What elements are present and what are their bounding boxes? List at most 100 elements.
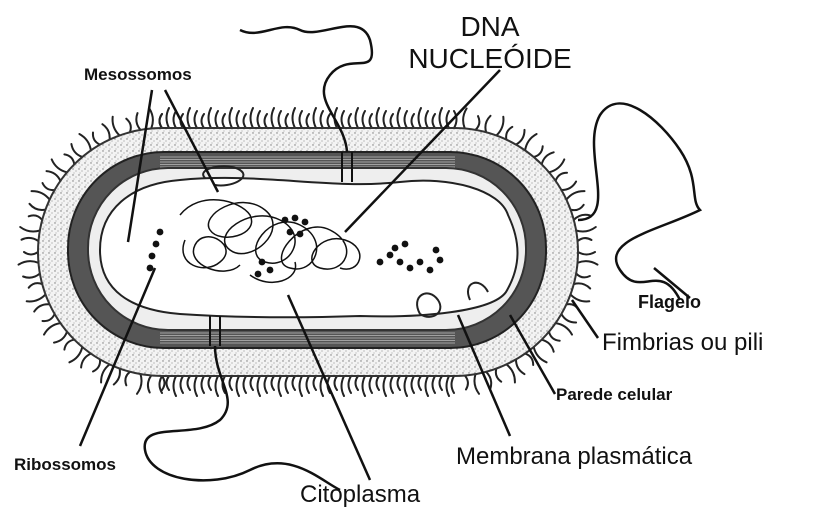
fimbria xyxy=(102,124,109,139)
fimbria xyxy=(47,171,61,181)
fimbria xyxy=(363,376,366,396)
fimbria xyxy=(314,108,317,128)
fimbria xyxy=(202,376,205,393)
fimbria xyxy=(314,376,317,390)
fimbria xyxy=(321,376,324,396)
fimbria xyxy=(398,108,401,128)
fimbria xyxy=(476,116,480,130)
fimbria xyxy=(578,252,595,255)
fimbria xyxy=(34,304,49,311)
fimbria xyxy=(300,111,303,128)
fimbria xyxy=(162,376,165,390)
ribosome-dot xyxy=(387,252,394,259)
fimbria xyxy=(286,114,289,128)
fimbria xyxy=(474,374,479,394)
fimbria xyxy=(251,108,254,128)
fimbria xyxy=(516,359,525,374)
fimbria xyxy=(349,114,352,128)
fimbria xyxy=(209,108,212,128)
fimbria xyxy=(195,111,198,128)
fimbria xyxy=(195,376,198,396)
fimbria xyxy=(22,238,39,241)
fimbria xyxy=(230,376,233,390)
fimbria xyxy=(71,144,82,157)
ribosome-dot xyxy=(297,231,304,238)
fimbria xyxy=(496,369,501,382)
ribosome-dot xyxy=(267,267,274,274)
fimbria xyxy=(342,111,345,128)
label-citoplasma: Citoplasma xyxy=(300,481,421,508)
fimbria xyxy=(93,359,100,371)
fimbria xyxy=(137,374,142,394)
ribosome-dot xyxy=(157,229,164,236)
fimbria xyxy=(440,108,443,128)
fimbria xyxy=(188,108,191,128)
fimbria xyxy=(578,238,592,241)
ribosome-dot xyxy=(287,229,294,236)
fimbria xyxy=(370,376,373,393)
fimbria xyxy=(447,376,450,396)
fimbria xyxy=(286,376,289,393)
fimbria xyxy=(160,114,163,128)
label-membrana: Membrana plasmática xyxy=(456,443,693,470)
fimbria xyxy=(293,108,296,128)
ribosome-dot xyxy=(397,259,404,266)
fimbria xyxy=(81,354,91,368)
fimbria xyxy=(405,111,408,128)
fimbria xyxy=(440,376,443,390)
fimbria xyxy=(23,274,40,278)
fimbria xyxy=(54,332,67,343)
fimbria xyxy=(64,154,74,164)
fimbria xyxy=(244,376,247,393)
fimbria xyxy=(412,376,415,393)
fimbria xyxy=(574,283,590,288)
fimbria xyxy=(279,376,282,396)
fimbria xyxy=(356,108,359,128)
fimbria xyxy=(549,332,560,341)
fimbria xyxy=(525,134,537,150)
fimbria xyxy=(496,117,503,136)
flagellum-right xyxy=(578,104,700,300)
fimbria xyxy=(463,109,466,129)
fimbria xyxy=(29,283,43,288)
ribosome-dot xyxy=(147,265,154,272)
fimbria xyxy=(412,114,415,128)
fimbria xyxy=(258,376,261,396)
fimbria xyxy=(335,376,338,390)
fimbria xyxy=(216,111,219,128)
label-mesossomos: Mesossomos xyxy=(84,65,192,84)
fimbria xyxy=(300,376,303,396)
label-parede: Parede celular xyxy=(556,385,673,404)
fimbria xyxy=(307,114,310,128)
fimbria xyxy=(20,227,40,232)
fimbria xyxy=(230,108,233,128)
fimbria xyxy=(136,113,140,130)
fimbria xyxy=(578,261,598,264)
fimbria xyxy=(405,376,408,396)
fimbria xyxy=(29,215,43,220)
fimbria xyxy=(542,152,554,164)
fimbria xyxy=(174,376,177,396)
fimbria xyxy=(566,191,584,200)
fimbria xyxy=(209,376,212,390)
ribosome-dot xyxy=(407,265,414,272)
fimbria xyxy=(426,376,429,396)
fimbria xyxy=(485,116,490,132)
fimbria xyxy=(506,364,515,382)
fimbria xyxy=(19,261,39,264)
fimbria xyxy=(30,204,46,210)
fimbria xyxy=(43,183,55,190)
fimbria xyxy=(237,376,240,396)
ribosome-dot xyxy=(259,259,266,266)
fimbria xyxy=(576,274,590,278)
fimbria xyxy=(516,130,525,145)
fimbria xyxy=(167,108,170,128)
fimbria xyxy=(79,134,91,150)
fimbria xyxy=(265,114,268,128)
ribosome-dot xyxy=(255,271,262,278)
ribosome-dot xyxy=(417,259,424,266)
fimbria xyxy=(272,376,275,390)
fimbria xyxy=(202,114,205,128)
